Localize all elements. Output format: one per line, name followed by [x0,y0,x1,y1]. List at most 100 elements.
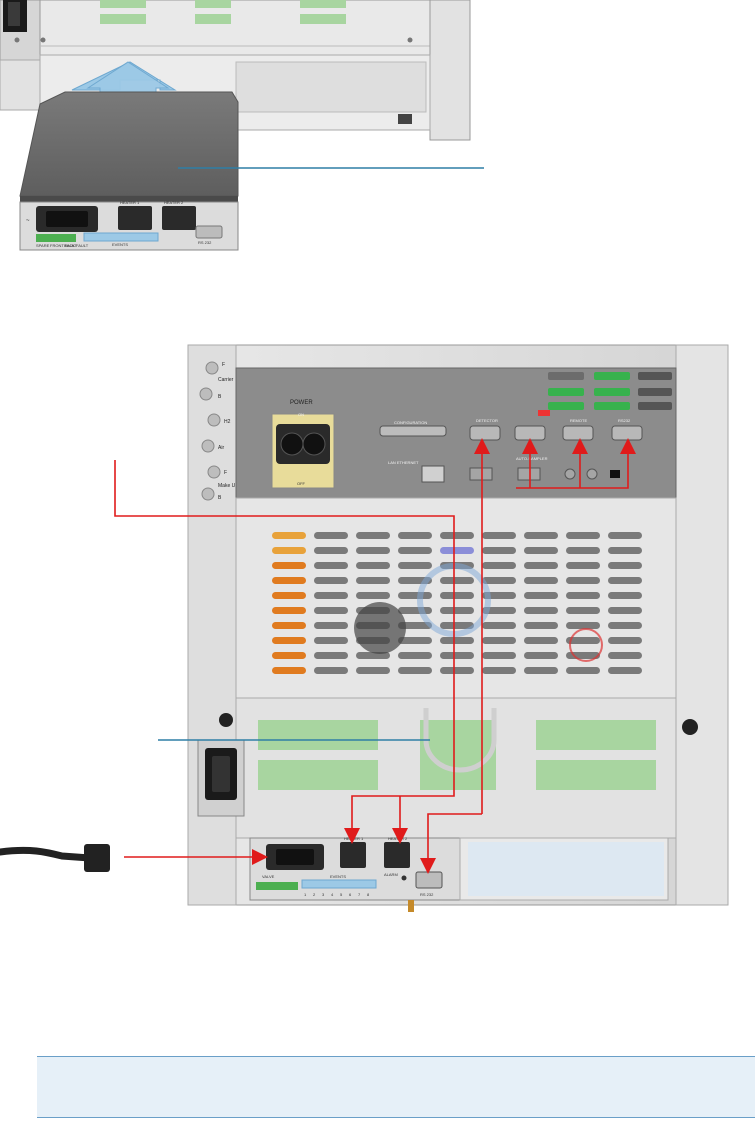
ac-symbol: ~ [26,218,30,224]
events-terminal-strip [83,232,159,242]
vent-slot [356,667,390,674]
vent-slot [314,622,348,629]
module-power-inlet-inner [46,211,88,227]
vent-slot [356,562,390,569]
vent-slot [440,577,474,584]
heater-1-label-lower: HEATER 1 [344,836,364,841]
vent-slot [608,652,642,659]
vent-slot [398,562,432,569]
gas-fitting [199,387,213,401]
gas-fitting [201,439,215,453]
vent-slot [314,547,348,554]
front-fault-label: FRONT FAULT [50,243,78,248]
vent-slot [440,607,474,614]
gas-label: B [218,495,222,501]
indicator-slot-green [594,402,630,410]
events-strip [301,879,377,889]
small-port [517,467,541,481]
vent-slot [608,547,642,554]
vent-slot [566,637,600,644]
vent-slot [272,607,306,614]
vent-slot [398,607,432,614]
vent-slot [314,652,348,659]
valve-terminal [256,882,298,890]
heater-1-route [114,460,455,844]
heater-2-label-lower: HEATER 2 [388,836,408,841]
indicator-slot-green [548,402,584,410]
events-number: 6 [349,892,352,897]
vent-slot [566,577,600,584]
vent-slot [566,607,600,614]
vent-slot [524,532,558,539]
vent-slot [482,637,516,644]
chassis-right-wall [429,0,471,141]
vent-slot [524,622,558,629]
din-port [564,468,576,480]
gas-label: F [222,362,225,368]
vent-slot [482,667,516,674]
vent-slot [482,577,516,584]
vent-slot [482,652,516,659]
heater-1-connector [118,206,152,230]
vent-slot [608,637,642,644]
red-indicator [538,410,550,416]
events-number: 1 [304,892,307,897]
screw [14,37,20,43]
events-number: 4 [331,892,334,897]
green-slot [300,0,346,8]
handle [423,708,497,773]
gas-label: B [218,394,222,400]
spare-label: SPARE [36,243,50,248]
vent-slot [524,607,558,614]
rs232-lower-port [415,871,443,889]
green-slot [300,14,346,24]
green-panel [536,720,656,750]
vent-slot [272,622,306,629]
vent-slot [482,547,516,554]
vent-slot [524,592,558,599]
power-cord-plug [84,844,110,872]
vent-slot [482,607,516,614]
vent-slot [608,532,642,539]
heater-2-socket [384,842,410,868]
vent-slot [314,637,348,644]
vent-slot [566,592,600,599]
valve-label: VALVE [262,874,275,879]
vent-slot [524,637,558,644]
indicator-slot [638,372,672,380]
vent-slot [272,637,306,644]
vent-slot [356,592,390,599]
chassis-upper [0,0,471,61]
vent-slot [440,637,474,644]
green-panel [258,720,378,750]
power-label: POWER [290,400,313,406]
vent-slot [566,547,600,554]
heater-2-label: HEATER 2 [164,200,184,205]
events-label: EVENTS [112,242,128,247]
brass-foot [408,900,414,912]
ventilation-slots [272,532,642,674]
configuration-label: CONFIGURATION [394,420,427,425]
indicator-slot [548,372,584,380]
power-switch-button [280,432,304,456]
vent-slot [608,562,642,569]
vent-slot [398,622,432,629]
green-slot [100,0,146,8]
vent-slot [524,652,558,659]
vent-slot [314,562,348,569]
vent-slot [272,547,306,554]
vent-slot [566,622,600,629]
vent-slot [314,532,348,539]
vent-slot [608,592,642,599]
vent-slot [524,547,558,554]
vent-slot [566,562,600,569]
gas-label: F [224,470,227,476]
events-number: 3 [322,892,325,897]
indicator-slot-green [594,372,630,380]
vent-slot [314,667,348,674]
events-number: 7 [358,892,361,897]
small-port [469,467,493,481]
rs232-lower-label: RS 232 [420,892,434,897]
